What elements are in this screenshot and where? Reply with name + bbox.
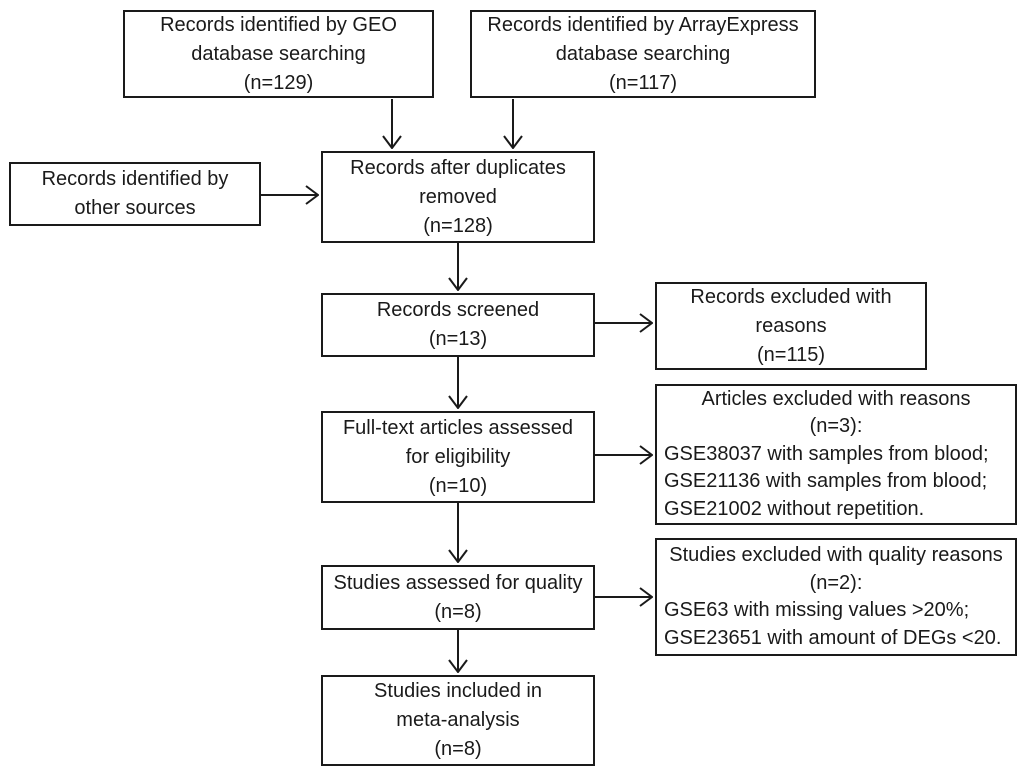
box-text-line: (n=13) [428, 328, 488, 350]
box-text-line: GSE21002 without repetition. [664, 497, 925, 520]
box-text-line: (n=8) [434, 738, 482, 760]
box-text-line: GSE38037 with samples from blood; [664, 442, 989, 465]
box-fulltext-assessed: Full-text articles assessed for eligibil… [321, 411, 595, 503]
box-text-line: Records excluded with [690, 285, 892, 308]
box-text-line: Studies included in [374, 680, 542, 702]
box-text-line: GSE63 with missing values >20%; [664, 599, 970, 621]
box-text-line: (n=115) [756, 343, 825, 366]
box-text-line: (n=10) [428, 474, 488, 497]
box-text-line: Studies assessed for quality [333, 571, 583, 594]
box-text-line: reasons [755, 314, 827, 337]
box-text-line: database searching [555, 42, 731, 65]
box-text-line: Articles excluded with reasons [701, 387, 971, 410]
box-text-line: Records screened [376, 299, 540, 321]
box-text-line: other sources [74, 197, 196, 219]
box-text-line: database searching [191, 42, 366, 65]
box-text-line: Records identified by [41, 168, 229, 190]
box-text-line: (n=128) [423, 214, 493, 237]
box-text-line: (n=129) [243, 71, 314, 94]
box-records-arrayexpress: Records identified by ArrayExpress datab… [470, 10, 816, 98]
box-text-line: GSE23651 with amount of DEGs <20. [664, 626, 1002, 649]
box-text-line: Records identified by ArrayExpress [487, 13, 799, 36]
box-records-other-sources: Records identified by other sources [9, 162, 261, 226]
box-text-line: (n=3): [809, 415, 863, 438]
box-text-line: for eligibility [405, 445, 511, 468]
box-records-screened: Records screened (n=13) [321, 293, 595, 357]
box-text-line: Records identified by GEO [160, 13, 397, 36]
box-text-line: GSE21136 with samples from blood; [664, 470, 988, 493]
box-records-geo: Records identified by GEO database searc… [123, 10, 434, 98]
box-quality-assessed: Studies assessed for quality (n=8) [321, 565, 595, 630]
box-text-line: meta-analysis [396, 709, 520, 731]
box-text-line: Studies excluded with quality reasons [669, 544, 1003, 566]
box-text-line: (n=117) [608, 71, 677, 94]
box-text-line: removed [419, 185, 497, 208]
box-records-excluded: Records excluded with reasons (n=115) [655, 282, 927, 370]
box-text-line: Full-text articles assessed [342, 416, 574, 439]
box-studies-excluded: Studies excluded with quality reasons (n… [655, 538, 1017, 656]
box-included-meta-analysis: Studies included in meta-analysis (n=8) [321, 675, 595, 766]
box-text-line: (n=2): [809, 571, 863, 594]
box-duplicates-removed: Records after duplicates removed (n=128) [321, 151, 595, 243]
box-articles-excluded: Articles excluded with reasons (n=3): GS… [655, 384, 1017, 525]
box-text-line: Records after duplicates [350, 156, 566, 179]
box-text-line: (n=8) [434, 600, 482, 623]
